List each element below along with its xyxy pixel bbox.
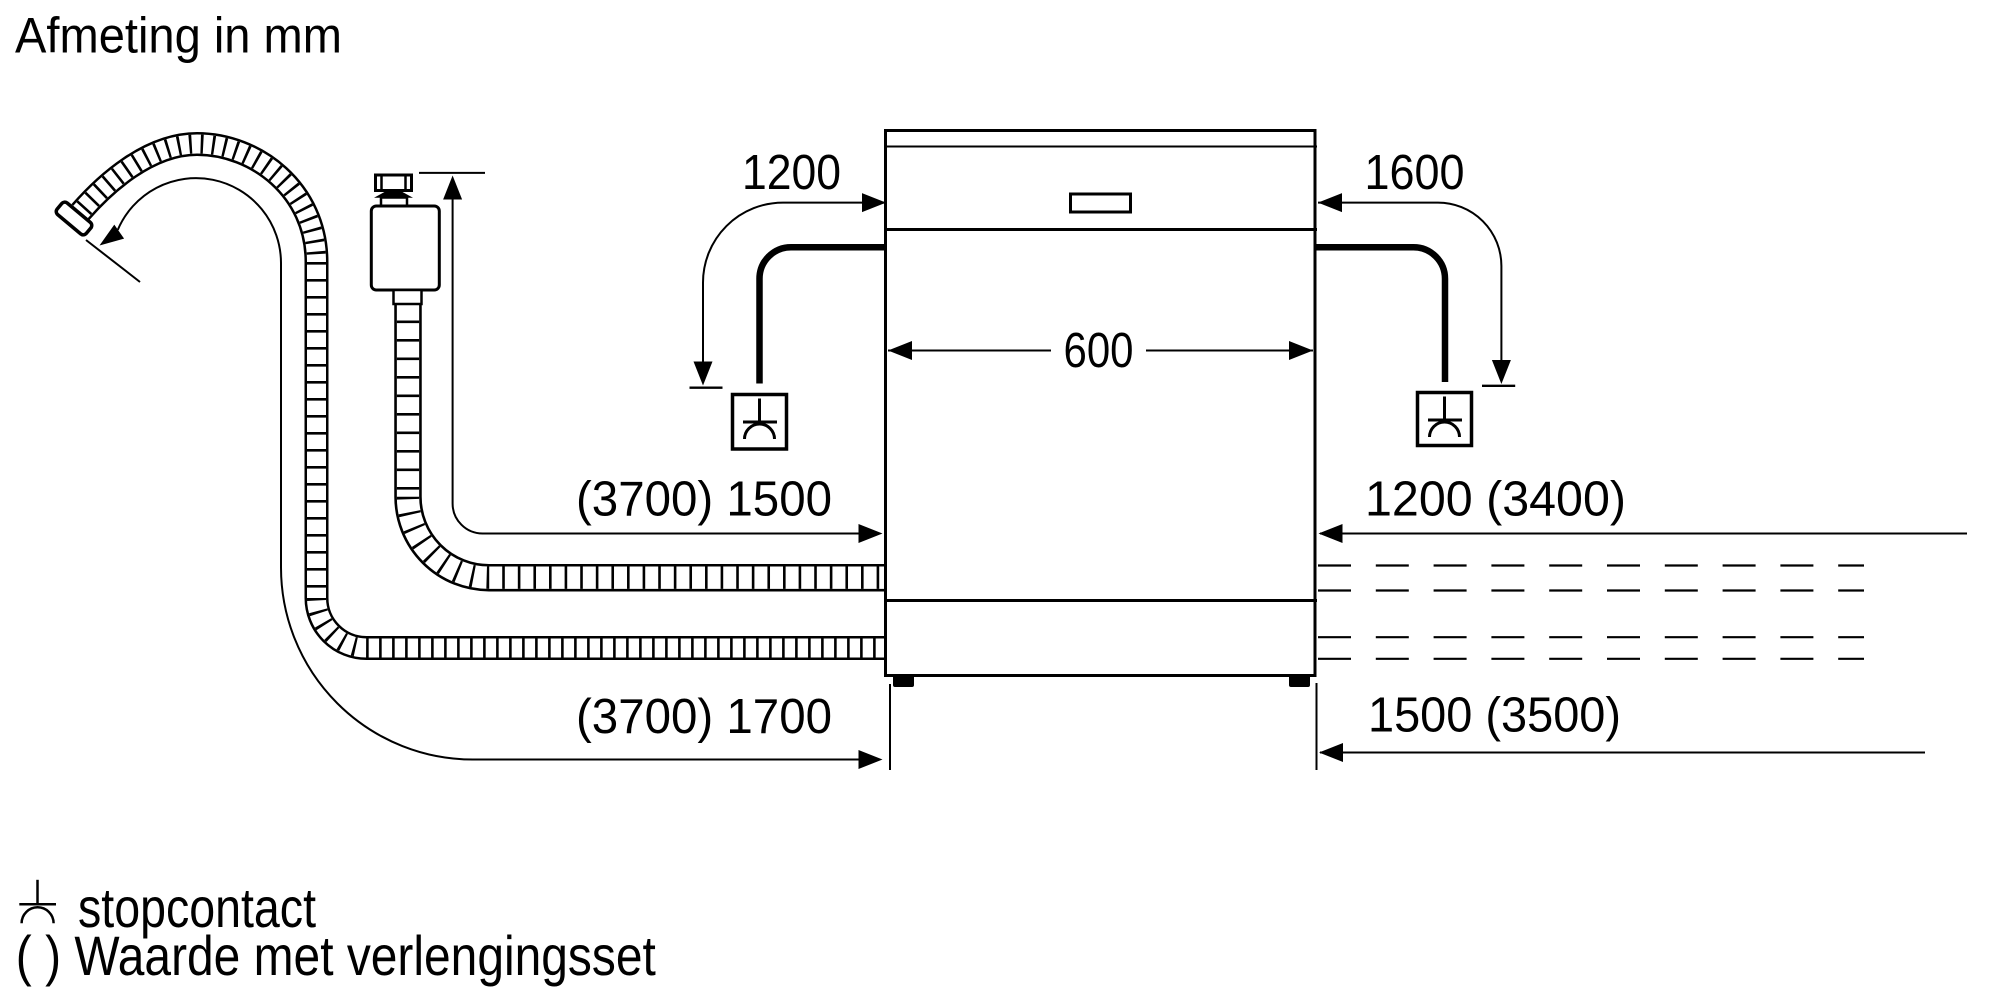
svg-text:1200: 1200	[742, 146, 841, 200]
svg-text:1200 (3400): 1200 (3400)	[1365, 473, 1626, 527]
svg-text:( ) Waarde met verlengingsset: ( ) Waarde met verlengingsset	[16, 924, 656, 987]
svg-text:stopcontact: stopcontact	[78, 876, 316, 939]
svg-text:1600: 1600	[1365, 146, 1465, 200]
svg-text:1500 (3500): 1500 (3500)	[1368, 689, 1621, 743]
svg-text:Afmeting in mm: Afmeting in mm	[15, 8, 342, 64]
svg-text:600: 600	[1064, 324, 1134, 378]
svg-text:(3700) 1700: (3700) 1700	[576, 690, 832, 744]
svg-text:(3700) 1500: (3700) 1500	[576, 473, 832, 527]
